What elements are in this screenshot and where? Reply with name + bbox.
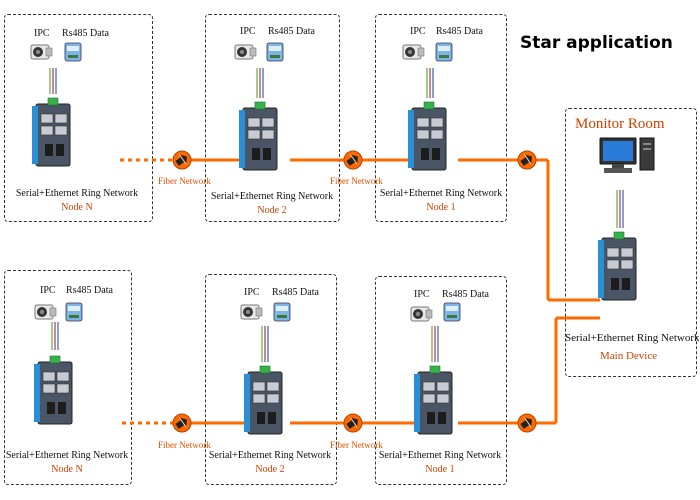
- rs485-label: Rs485 Data: [272, 287, 319, 298]
- network-label: Serial+Ethernet Ring Network: [379, 188, 503, 199]
- network-label: Serial+Ethernet Ring Network: [208, 450, 332, 461]
- network-label: Serial+Ethernet Ring Network: [210, 191, 334, 202]
- network-label: Serial+Ethernet Ring Network: [378, 450, 502, 461]
- diagram-title: Star application: [520, 33, 673, 53]
- rs485-converter-icon: [64, 42, 82, 62]
- fiber-connector-icon: [343, 413, 363, 433]
- rs485-label: Rs485 Data: [62, 28, 109, 39]
- fiber-connector-icon: [343, 150, 363, 170]
- fiber-connector-icon: [517, 413, 537, 433]
- monitor-room-title: Monitor Room: [575, 116, 665, 132]
- node-label-top-2: Node 2: [257, 205, 287, 216]
- industrial-switch-icon: [33, 355, 73, 425]
- ipc-label: IPC: [244, 287, 260, 298]
- ipc-label: IPC: [414, 289, 430, 300]
- fiber-network-label: Fiber Network: [330, 176, 383, 186]
- network-label: Serial+Ethernet Ring Network: [5, 450, 129, 461]
- ipc-label: IPC: [240, 26, 256, 37]
- rs485-converter-icon: [435, 42, 453, 62]
- industrial-switch-icon: [238, 101, 278, 171]
- node-label-top-n: Node N: [61, 202, 93, 213]
- ipc-label: IPC: [410, 26, 426, 37]
- fiber-connector-icon: [517, 150, 537, 170]
- industrial-switch-icon: [407, 101, 447, 171]
- rs485-converter-icon: [266, 42, 284, 62]
- rs485-converter-icon: [443, 302, 461, 322]
- camera-icon: [410, 306, 433, 322]
- camera-icon: [34, 304, 57, 320]
- rs485-converter-icon: [273, 302, 291, 322]
- node-label-bottom-2: Node 2: [255, 464, 285, 475]
- camera-icon: [234, 44, 257, 60]
- ipc-label: IPC: [34, 28, 50, 39]
- rs485-label: Rs485 Data: [66, 285, 113, 296]
- ipc-label: IPC: [40, 285, 56, 296]
- rs485-label: Rs485 Data: [436, 26, 483, 37]
- fiber-connector-icon: [172, 150, 192, 170]
- camera-icon: [240, 304, 263, 320]
- main-network-label: Serial+Ethernet Ring Network: [565, 332, 700, 344]
- network-label: Serial+Ethernet Ring Network: [15, 188, 139, 199]
- industrial-switch-icon: [413, 365, 453, 435]
- camera-icon: [402, 44, 425, 60]
- node-label-top-1: Node 1: [426, 202, 456, 213]
- camera-icon: [30, 44, 53, 60]
- industrial-switch-icon: [243, 365, 283, 435]
- fiber-connector-icon: [172, 413, 192, 433]
- fiber-network-label: Fiber Network: [330, 440, 383, 450]
- computer-icon: [599, 137, 655, 173]
- industrial-switch-icon: [31, 97, 71, 167]
- fiber-network-label: Fiber Network: [158, 176, 211, 186]
- fiber-network-label: Fiber Network: [158, 440, 211, 450]
- main-device-label: Main Device: [600, 350, 658, 362]
- rs485-label: Rs485 Data: [442, 289, 489, 300]
- industrial-switch-icon: [597, 231, 637, 301]
- rs485-converter-icon: [65, 302, 83, 322]
- node-label-bottom-1: Node 1: [425, 464, 455, 475]
- node-box-top-n: [4, 14, 153, 222]
- rs485-label: Rs485 Data: [268, 26, 315, 37]
- node-label-bottom-n: Node N: [51, 464, 83, 475]
